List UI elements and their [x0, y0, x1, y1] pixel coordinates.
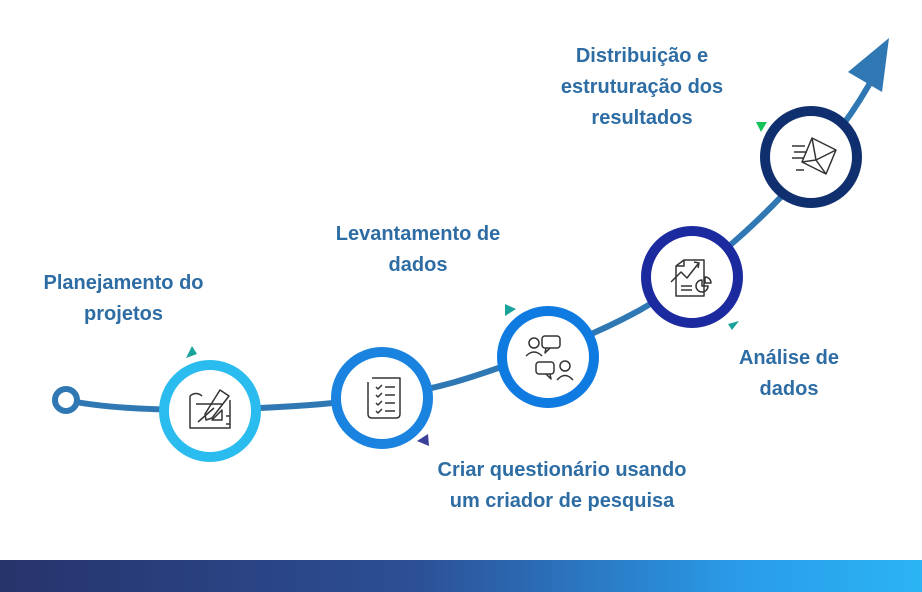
stage-1-label: Planejamento do projetos: [16, 268, 231, 330]
stage-4-label-line-2: dados: [759, 378, 819, 400]
stage-2-label-line-1: Levantamento de: [335, 223, 501, 245]
stage-1-label-line-2: projetos: [84, 303, 163, 325]
path-start-node: [52, 386, 80, 414]
checklist-icon: [367, 377, 401, 419]
stage-3-label-line-1: Criar questionário usando: [437, 459, 687, 481]
stage-4-label-line-1: Análise de: [738, 347, 840, 369]
stage-3-node: [497, 306, 599, 408]
pointer-stage-3: [505, 304, 516, 316]
pointer-stage-2: [417, 434, 429, 446]
stage-5-label-line-3: resultados: [591, 107, 693, 129]
send-mail-icon: [792, 137, 837, 175]
stage-1-label-line-1: Planejamento do: [43, 272, 204, 294]
pointer-stage-4: [728, 321, 739, 330]
stage-2-label: Levantamento de dados: [308, 219, 528, 281]
analytics-report-icon: [670, 259, 712, 297]
stage-4-node: [641, 226, 743, 328]
chat-people-icon: [525, 335, 574, 381]
pointer-stage-1: [186, 346, 197, 358]
stage-2-node: [331, 347, 433, 449]
stage-5-label-line-1: Distribuição e: [575, 45, 709, 67]
stage-4-label: Análise de dados: [714, 343, 864, 405]
stage-5-label: Distribuição e estruturação dos resultad…: [532, 41, 752, 134]
stage-2-label-line-2: dados: [388, 254, 448, 276]
footer-gradient-band: [0, 560, 922, 592]
stage-3-label: Criar questionário usando um criador de …: [412, 455, 712, 517]
stage-5-node: [760, 106, 862, 208]
process-diagram: [52, 38, 889, 462]
arrow-head: [848, 38, 889, 92]
pointer-stage-5: [756, 122, 767, 132]
stage-5-label-line-2: estruturação dos: [560, 76, 724, 98]
stage-3-label-line-2: um criador de pesquisa: [449, 490, 675, 512]
stage-1-node: [159, 360, 261, 462]
blueprint-pencil-icon: [189, 389, 231, 429]
